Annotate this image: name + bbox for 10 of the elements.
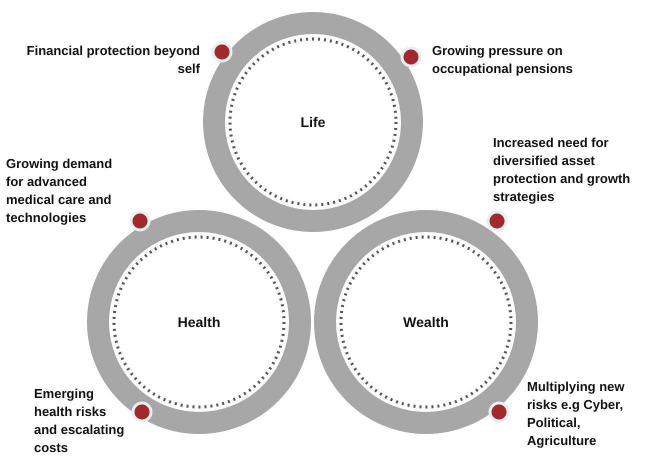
annotation-text: Emerging health risks and escalating costs: [34, 385, 126, 457]
annotation-text: Financial protection beyond self: [26, 42, 200, 78]
annotation-text: Increased need for diversified asset protection and growth strategies: [493, 134, 632, 206]
annotation-text: Growing pressure on occupational pensions: [432, 42, 574, 78]
ring-circle: [202, 11, 424, 233]
ring-title: Life: [300, 114, 326, 130]
annotation-text: Multiplying new risks e.g Cyber, Political, Agriculture: [527, 378, 626, 450]
annotation-text: Growing demand for advanced medical care and technologies: [6, 155, 114, 227]
ring-title: Wealth: [403, 314, 449, 330]
ring-title: Health: [178, 314, 220, 330]
